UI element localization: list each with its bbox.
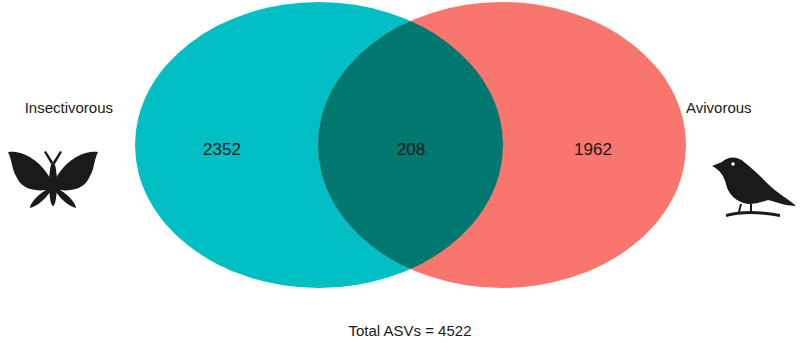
count-number: 1962 — [574, 140, 612, 160]
count-number: 2352 — [203, 140, 241, 160]
total-caption: Total ASVs = 4522 — [348, 322, 471, 339]
moth-icon — [8, 151, 98, 208]
count-number: 208 — [397, 140, 425, 160]
bird-icon — [712, 158, 796, 218]
set-heading: Avivorous — [686, 99, 752, 117]
set-heading: Insectivorous — [25, 99, 113, 117]
shared-region: 208 — [318, 2, 503, 288]
